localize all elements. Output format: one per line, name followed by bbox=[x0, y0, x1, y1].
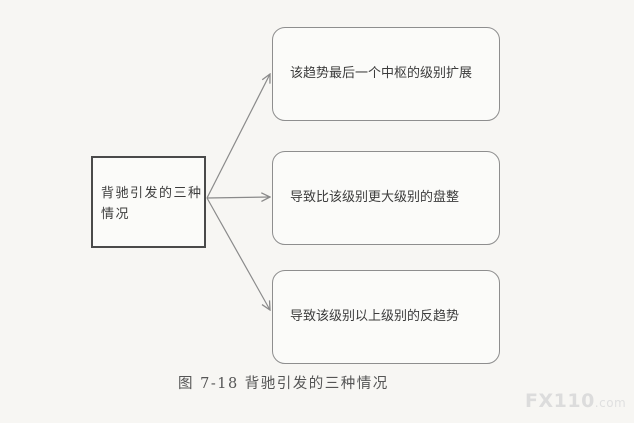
watermark-suffix: .com bbox=[594, 396, 627, 410]
outcome-node-3: 导致该级别以上级别的反趋势 bbox=[272, 270, 500, 364]
figure-caption: 图 7-18 背驰引发的三种情况 bbox=[178, 376, 389, 392]
source-node: 背驰引发的三种情况 bbox=[91, 156, 206, 248]
source-node-label: 背驰引发的三种情况 bbox=[101, 186, 203, 222]
arrow-to-outcome-3 bbox=[206, 197, 270, 310]
outcome-node-3-label: 导致该级别以上级别的反趋势 bbox=[290, 309, 460, 324]
arrow-to-outcome-1 bbox=[206, 74, 270, 199]
arrow-to-outcome-2 bbox=[206, 197, 270, 198]
site-watermark: FX110.com bbox=[525, 390, 626, 412]
outcome-node-2-label: 导致比该级别更大级别的盘整 bbox=[290, 190, 460, 205]
outcome-node-1: 该趋势最后一个中枢的级别扩展 bbox=[272, 27, 500, 121]
outcome-node-2: 导致比该级别更大级别的盘整 bbox=[272, 151, 500, 245]
outcome-node-1-label: 该趋势最后一个中枢的级别扩展 bbox=[290, 66, 473, 81]
watermark-brand: FX110 bbox=[525, 390, 595, 412]
